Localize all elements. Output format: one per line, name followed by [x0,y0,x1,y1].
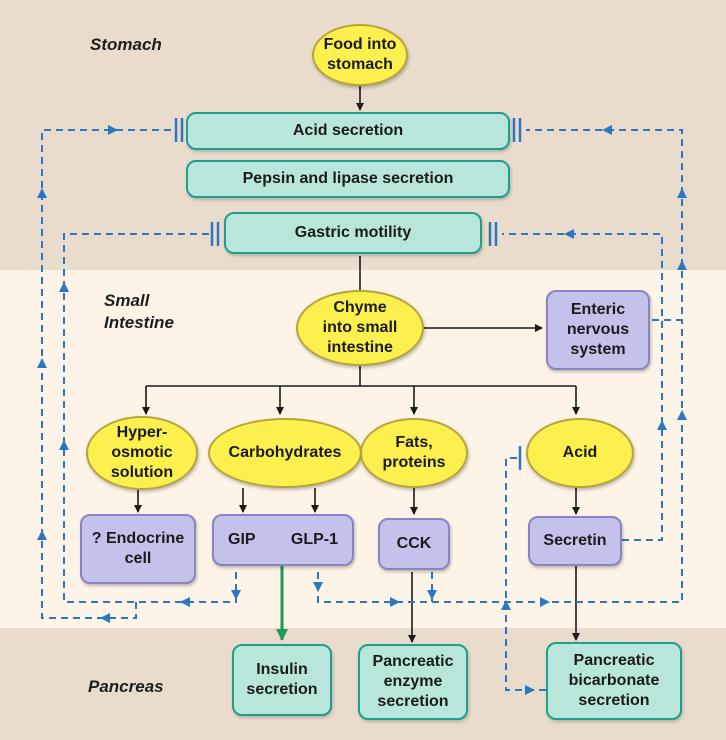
acid-node: Acid [526,418,634,488]
small-intestine-label: Small Intestine [104,290,174,334]
secretin-node: Secretin [528,516,622,566]
insulin-secretion-node: Insulin secretion [232,644,332,716]
enteric-line2: nervous [566,321,630,338]
food-line2: stomach [327,56,393,73]
small-intestine-label-line2: Intestine [104,313,174,332]
inhibition-bars [174,118,522,470]
inhibitory-arrowheads [37,125,687,695]
pancreatic-enzyme-secretion-node: Pancreatic enzyme secretion [358,644,468,720]
hyperosmotic-line2: osmotic [111,444,173,461]
enteric-nervous-system-node: Enteric nervous system [546,290,650,370]
chyme-line3: intestine [327,339,393,356]
gip-label: GIP [228,531,256,548]
bicarb-line2: bicarbonate [568,672,660,689]
pathway-left-outer [41,129,176,619]
food-line1: Food into [323,36,397,53]
fats-line2: proteins [382,454,446,471]
pathway-enteric-right [526,129,683,321]
chyme-node: Chyme into small intestine [296,290,424,366]
pathway-bicarb-to-acid [505,457,546,691]
cck-node: CCK [378,518,450,570]
carbohydrates-node: Carbohydrates [208,418,362,488]
food-into-stomach-node: Food into stomach [312,24,408,86]
acid-secretion-node: Acid secretion [186,112,510,150]
insulin-line1: Insulin [256,661,308,678]
bicarb-line1: Pancreatic [573,652,655,669]
gip-glp1-node: GIP GLP-1 [212,514,354,566]
stomach-label: Stomach [90,35,162,54]
pancreatic-bicarbonate-secretion-node: Pancreatic bicarbonate secretion [546,642,682,720]
glp1-label: GLP-1 [290,531,338,548]
pancreas-label: Pancreas [88,677,164,696]
pepsin-lipase-node: Pepsin and lipase secretion [186,160,510,198]
enzyme-line1: Pancreatic [372,653,454,670]
gastric-motility-node: Gastric motility [224,212,482,254]
fats-proteins-node: Fats, proteins [360,418,468,488]
endocrine-line1: ? Endocrine [91,530,185,547]
chyme-line1: Chyme [333,299,387,316]
endocrine-cell-node: ? Endocrine cell [80,514,196,584]
insulin-line2: secretion [246,681,318,698]
hyperosmotic-line3: solution [110,464,174,481]
enteric-line3: system [570,341,626,358]
fats-line1: Fats, [395,434,433,451]
hyperosmotic-line1: Hyper- [116,424,168,441]
enteric-line1: Enteric [570,301,626,318]
small-intestine-label-line1: Small [104,291,150,310]
chyme-line2: into small [322,319,398,336]
enzyme-line2: enzyme [383,673,443,690]
bicarb-line3: secretion [578,692,650,709]
hyperosmotic-node: Hyper- osmotic solution [86,416,198,490]
endocrine-line2: cell [124,550,152,567]
enzyme-line3: secretion [377,693,449,710]
pathway-secretin-right [502,233,663,541]
